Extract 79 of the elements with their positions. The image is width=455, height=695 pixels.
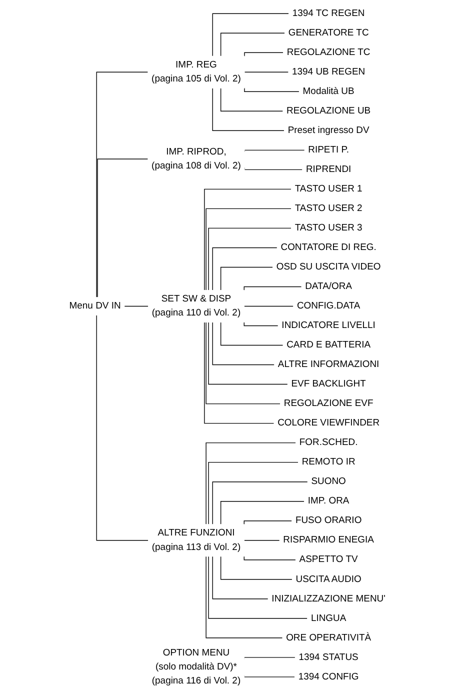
node-text: IMP. RIPROD, (pagina 108 di Vol. 2) (152, 146, 242, 171)
node-text: GENERATORE TC (288, 28, 369, 38)
node-text: REMOTO IR (302, 457, 356, 468)
connector (244, 52, 284, 57)
node-text: ASPETTO TV (299, 554, 358, 565)
connector (244, 150, 306, 152)
node-text: EVF BACKLIGHT (291, 378, 366, 390)
connector (244, 286, 302, 292)
node-text: 1394 TC REGEN (292, 8, 365, 18)
node-text: TASTO USER 3 (294, 222, 362, 233)
node-text: RISPARMIO ENEGIA (283, 535, 374, 546)
node-text: LINGUA (311, 613, 346, 624)
connector (244, 306, 294, 307)
connector (244, 520, 292, 526)
node-text: 1394 STATUS (298, 652, 358, 662)
node-text: SET SW & DISP (pagina 110 di Vol. 2) (152, 294, 241, 318)
connector (96, 72, 148, 298)
connector (244, 321, 279, 326)
node-text: CONFIG.DATA (297, 300, 360, 311)
node-text: REGOLAZIONE TC (287, 47, 370, 58)
connector (220, 266, 274, 291)
connector (244, 674, 296, 678)
node-text: INIZIALIZZAZIONE MENU' (272, 594, 386, 604)
node-text: CARD E BATTERIA (286, 340, 371, 350)
connector (212, 481, 308, 525)
node-text: FUSO ORARIO (296, 516, 362, 526)
connector (212, 13, 290, 57)
connector (206, 322, 281, 404)
node-text: DATA/ORA (305, 281, 352, 292)
node-text: 1394 UB REGEN (292, 66, 366, 77)
connector (220, 322, 284, 346)
node-text: ALTRE INFORMAZIONI (278, 359, 380, 370)
connector (244, 540, 280, 541)
node-text: Menu DV IN (69, 300, 121, 311)
connector (206, 556, 284, 638)
node-text: OSD SU USCITA VIDEO (276, 262, 381, 272)
connector (97, 158, 148, 298)
node-text: RIPETI P. (308, 144, 350, 155)
node-text: Modalità UB (302, 86, 354, 96)
connector (212, 88, 285, 132)
node-text: IMP. ORA (308, 496, 350, 506)
connector (208, 322, 288, 385)
node-text: REGOLAZIONE EVF (284, 398, 374, 409)
connector (206, 208, 292, 291)
node-text: SUONO (311, 476, 346, 487)
connector (208, 462, 299, 525)
connector (96, 314, 149, 541)
node-text: TASTO USER 2 (294, 203, 362, 214)
node-text: Preset ingresso DV (288, 125, 370, 136)
connector (212, 556, 269, 600)
connector (220, 556, 293, 580)
connector (220, 501, 305, 525)
node-text: OPTION MENU (solo modalità DV)* (pagina 116 di Vol. 2) (152, 648, 241, 686)
connector (244, 87, 300, 92)
connector (208, 228, 292, 291)
node-text: RIPRENDI (306, 164, 352, 174)
node-text: USCITA AUDIO (296, 574, 362, 584)
connector (212, 322, 275, 366)
node-text: TASTO USER 1 (294, 184, 362, 194)
node-text: COLORE VIEWFINDER (278, 418, 380, 428)
connector (244, 167, 303, 170)
connector (124, 306, 149, 307)
connector (220, 32, 286, 57)
node-text: ALTRE FUNZIONI (pagina 113 di Vol. 2) (152, 528, 241, 552)
connector (212, 247, 278, 291)
node-text: INDICATORE LIVELLI (282, 320, 376, 330)
connector (204, 322, 275, 424)
connector (204, 188, 292, 291)
connector (208, 556, 308, 619)
node-text: FOR.SCHED. (300, 437, 358, 448)
node-text: ORE OPERATIVITÀ (286, 632, 372, 643)
node-text: IMP. REG (pagina 105 di Vol. 2) (152, 60, 242, 84)
connector (220, 88, 284, 112)
connector (244, 556, 296, 560)
connector (244, 657, 296, 660)
node-text: 1394 CONFIG (298, 672, 359, 682)
node-text: REGOLAZIONE UB (286, 106, 371, 116)
connector (206, 442, 296, 525)
node-text: CONTATORE DI REG. (280, 242, 377, 252)
